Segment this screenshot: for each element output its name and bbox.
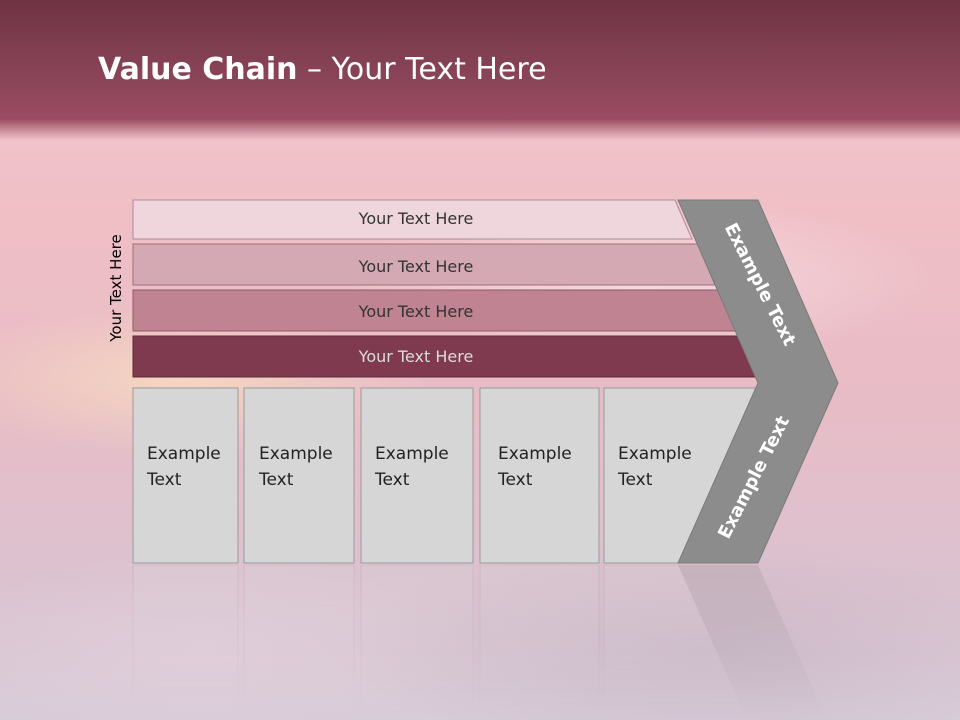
band-shape: [132, 199, 693, 240]
primary-activities: Example Text Example Text Example Text E…: [132, 387, 761, 564]
activity-box: [360, 387, 474, 564]
reflection-box: [243, 564, 355, 720]
band-label: Your Text Here: [358, 302, 474, 321]
reflection-box: [479, 564, 600, 720]
reflection-box: [132, 564, 239, 720]
activity-label-line2: Text: [146, 470, 182, 490]
activity-label-line1: Example: [618, 444, 692, 464]
slide-title: Value Chain – Your Text Here: [98, 52, 547, 87]
band-label: Your Text Here: [358, 209, 474, 228]
activity-label-line2: Text: [617, 470, 653, 490]
activity-label-line2: Text: [497, 470, 533, 490]
band-label: Your Text Here: [358, 257, 474, 276]
activity-label-line1: Example: [259, 444, 333, 464]
chevron-shape: [677, 199, 839, 564]
activity-box: [132, 387, 239, 564]
activity-box: [243, 387, 355, 564]
margin-chevron: Example Text Example Text: [677, 199, 839, 564]
title-bar: [0, 0, 960, 140]
reflection-chevron: [678, 565, 827, 720]
activity-label-line2: Text: [374, 470, 410, 490]
diagram-reflection: [132, 564, 827, 720]
slide-title-rest: – Your Text Here: [297, 52, 547, 87]
reflection-box: [360, 564, 474, 720]
band-label: Your Text Here: [358, 347, 474, 366]
activity-label-line1: Example: [147, 444, 221, 464]
slide-title-bold: Value Chain: [98, 52, 298, 87]
activity-label-line1: Example: [498, 444, 572, 464]
activity-label-line1: Example: [375, 444, 449, 464]
activity-label-line2: Text: [258, 470, 294, 490]
activity-box: [479, 387, 600, 564]
support-bands: Your Text Here Your Text Here Your Text …: [132, 199, 764, 378]
